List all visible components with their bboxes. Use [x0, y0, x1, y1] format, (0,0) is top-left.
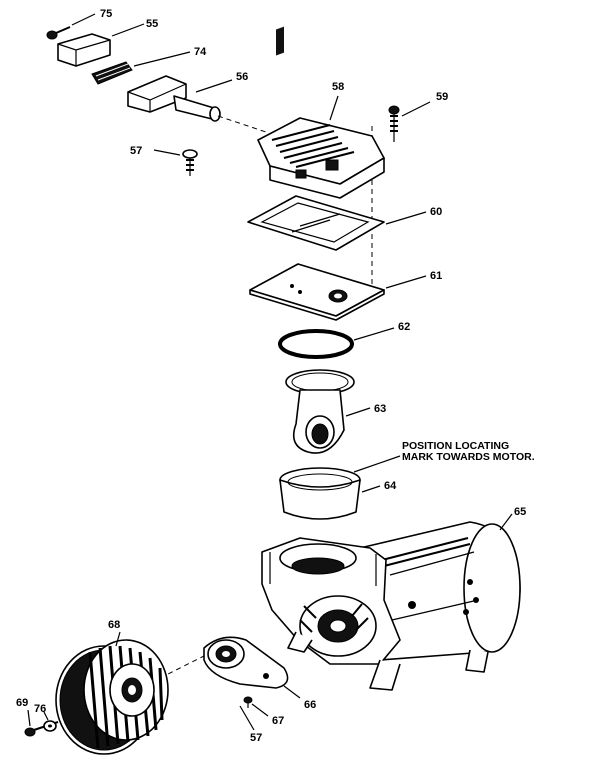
part-74-filter	[91, 51, 191, 85]
part-66-eccentric	[203, 636, 301, 699]
callout-65: 65	[514, 506, 526, 518]
callout-60: 60	[430, 206, 442, 218]
part-68-fan	[55, 631, 169, 755]
part-55-block	[57, 23, 145, 67]
part-56-muffler	[127, 75, 233, 122]
callout-76: 76	[34, 703, 46, 715]
part-60-gasket	[247, 195, 427, 251]
callout-61: 61	[430, 270, 442, 282]
callout-64: 64	[384, 480, 397, 492]
part-65-motor-housing	[261, 513, 521, 691]
part-57-screw	[153, 149, 198, 176]
callout-58: 58	[332, 81, 344, 93]
callout-68: 68	[108, 619, 120, 631]
note-line-1: POSITION LOCATING	[402, 440, 509, 452]
callout-63: 63	[374, 403, 386, 415]
callout-59: 59	[436, 91, 448, 103]
callout-57-upper: 57	[130, 145, 142, 157]
callout-75: 75	[100, 8, 112, 20]
callout-74: 74	[194, 46, 207, 58]
callout-62: 62	[398, 321, 410, 333]
part-61-valve-plate	[249, 263, 427, 321]
part-64-sleeve	[279, 467, 381, 520]
callout-55: 55	[146, 18, 158, 30]
note-line-2: MARK TOWARDS MOTOR.	[402, 451, 535, 463]
part-67-screw	[243, 696, 269, 717]
callout-69: 69	[16, 697, 28, 709]
callout-57-lower: 57	[250, 732, 262, 744]
part-75-screw	[46, 13, 96, 40]
part-59-bolt	[388, 101, 431, 142]
part-62-o-ring	[278, 327, 395, 359]
part-58-head	[257, 26, 385, 199]
part-76-washer	[43, 711, 57, 732]
callout-66: 66	[304, 699, 316, 711]
part-63-connecting-rod	[285, 369, 371, 454]
callout-56: 56	[236, 71, 248, 83]
callout-67: 67	[272, 715, 284, 727]
